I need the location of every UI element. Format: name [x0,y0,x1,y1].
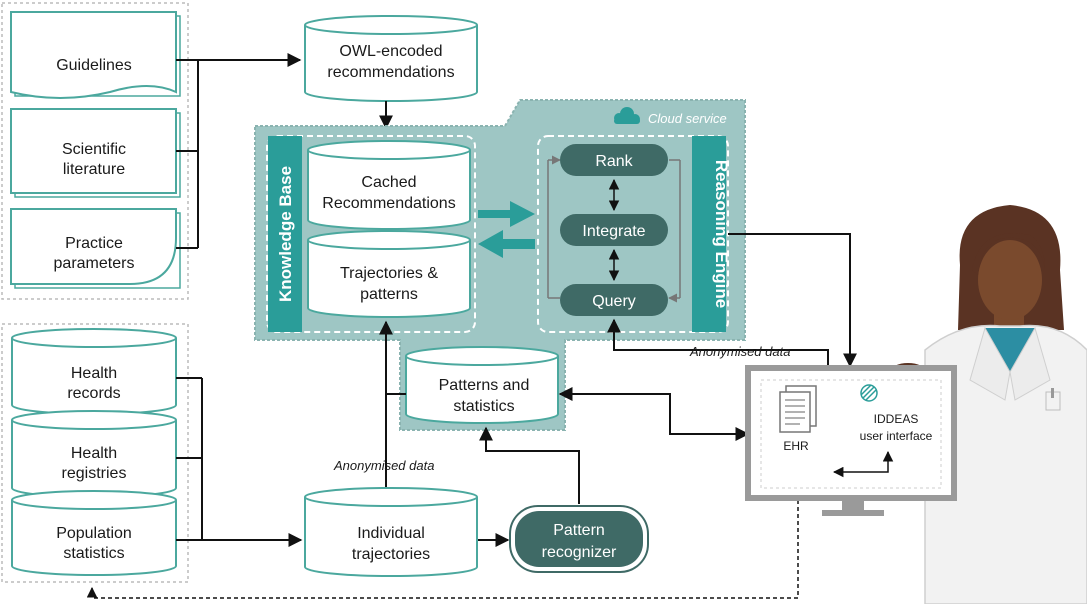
scientific-literature-label-2: literature [63,161,125,178]
iddeas-logo-icon [860,384,878,402]
trajectories-label-1: Trajectories & [340,265,438,282]
integrate-label: Integrate [582,223,645,240]
knowledge-base-bar [268,136,302,332]
health-records-label-2: records [67,385,120,402]
health-registries-label-1: Health [71,445,117,462]
iddeas-label: IDDEAS [874,412,919,426]
engine-to-kb-arrow [478,230,535,258]
monitor-to-sources-dashed [86,500,799,599]
knowledge-base-label: Knowledge Base [276,166,295,302]
anonymised-data-label-left: Anonymised data [333,458,434,473]
practice-parameters-label-2: parameters [54,255,135,272]
rank-label: Rank [595,153,633,170]
monitor-to-query-arrow [607,318,829,366]
trajectories-label-2: patterns [360,286,418,303]
individual-trajectories-cylinder: Individual trajectories [304,487,478,577]
kb-to-engine-arrow [478,201,535,227]
population-statistics-label-1: Population [56,525,132,542]
engine-loop [547,155,681,303]
query-node: Query [560,284,668,316]
patterns-monitor-arrow [558,387,750,441]
sources-to-owl-connector [176,53,302,249]
owl-label-1: OWL-encoded [339,43,442,60]
owl-recommendations-cylinder: OWL-encoded recommendations [304,15,478,102]
ehr-ui-arrow [832,450,894,478]
trajectories-patterns-cylinder: Trajectories & patterns [307,230,471,318]
practice-parameters-document: Practice parameters [10,208,181,289]
ehr-label: EHR [783,439,809,453]
individual-label-1: Individual [357,525,425,542]
scientific-literature-document: Scientific literature [10,108,181,198]
patterns-label-2: statistics [453,398,514,415]
integrate-node: Integrate [560,214,668,246]
cached-recommendations-cylinder: Cached Recommendations [307,140,471,230]
owl-label-2: recommendations [327,64,454,81]
population-statistics-cylinder: Population statistics [11,490,177,576]
monitor [745,365,957,516]
health-registries-label-2: registries [62,465,127,482]
pattern-recognizer-label-1: Pattern [553,522,605,539]
reasoning-engine-bar [692,136,726,332]
query-label: Query [592,293,636,310]
ehr-document-icon [779,385,817,433]
practice-parameters-label-1: Practice [65,235,123,252]
engine-to-monitor-arrow [728,233,857,368]
guidelines-document: Guidelines [10,11,181,99]
pattern-recognizer-label-2: recognizer [542,544,617,561]
health-registries-cylinder: Health registries [11,410,177,498]
cloud-service-label: Cloud service [648,111,727,126]
patterns-statistics-cylinder: Patterns and statistics [405,346,559,424]
pattern-recognizer-node: Pattern recognizer [509,505,649,573]
scientific-literature-label-1: Scientific [62,141,126,158]
individual-label-2: trajectories [352,546,430,563]
health-records-cylinder: Health records [11,328,177,415]
anonymised-data-label-right: Anonymised data [689,344,790,359]
data-sources-to-trajectories-connector [176,377,303,547]
guidelines-label: Guidelines [56,57,132,74]
knowledge-base-frame [266,135,476,333]
knowledge-sources-group [1,2,189,300]
patterns-label-1: Patterns and [439,377,530,394]
health-records-label-1: Health [71,365,117,382]
cloud-icon [614,107,640,124]
cached-label-2: Recommendations [322,195,455,212]
user-interface-label: user interface [860,429,933,443]
rank-node: Rank [560,144,668,176]
population-statistics-label-2: statistics [63,545,124,562]
reasoning-engine-label: Reasoning Engine [712,160,731,308]
cached-label-1: Cached [361,174,416,191]
recognizer-to-patterns-arrow [479,426,580,504]
data-sources-group [1,323,189,583]
